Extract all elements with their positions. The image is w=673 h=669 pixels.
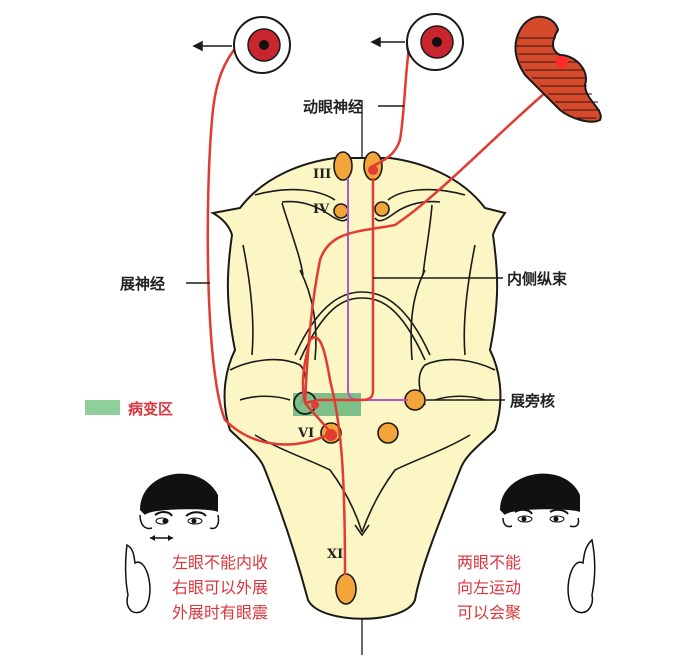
nucleus-VI-right [377,422,399,444]
nucleus-IV-left [333,203,349,219]
right-face [500,473,596,614]
nucleus-VI-dot [325,429,337,441]
nucleus-XI [335,573,357,605]
nucleus-III-dot [368,165,378,175]
left-face [124,473,220,614]
frontal-eye-field [514,15,602,123]
paraabducens-label: 展旁核 [510,392,556,410]
mlf-red-path [304,178,375,405]
oculomotor-nerve-label: 动眼神经 [303,98,364,116]
cortical-path [303,79,561,404]
left-eye-findings: 左眼不能内收 右眼可以外展 外展时有眼震 [172,550,268,625]
right-eye [406,13,464,71]
right-eye-findings: 两眼不能 向左运动 可以会聚 [457,550,521,625]
descending-path [301,336,347,576]
abducens-nerve-label: 展神经 [120,275,166,293]
finding-line: 两眼不能 [457,553,522,572]
nucleus-III-label: III [313,167,332,182]
gaze-arrows [192,36,405,52]
finding-line: 左眼不能内收 [172,553,269,572]
nucleus-XI-label: XI [327,547,344,562]
leader-lines [186,105,505,401]
nerve-paths [206,41,561,576]
finding-line: 外展时有眼震 [172,603,269,622]
oculomotor-nerve-path [372,41,412,168]
finding-line: 右眼可以外展 [172,578,269,597]
finding-line: 向左运动 [457,578,522,597]
mlf-label: 内侧纵束 [507,270,568,288]
nucleus-IV-right [374,201,390,217]
nucleus-VI-label: VI [298,426,315,441]
lesion-area-label: 病变区 [128,400,174,418]
abducens-nerve-path [206,44,332,446]
finding-line: 可以会聚 [457,603,522,622]
nucleus-IV-label: IV [313,202,330,217]
lesion-legend-swatch [85,400,120,415]
nucleus-III-left [333,151,353,181]
left-eye [233,16,291,74]
brainstem-outline [210,157,507,620]
